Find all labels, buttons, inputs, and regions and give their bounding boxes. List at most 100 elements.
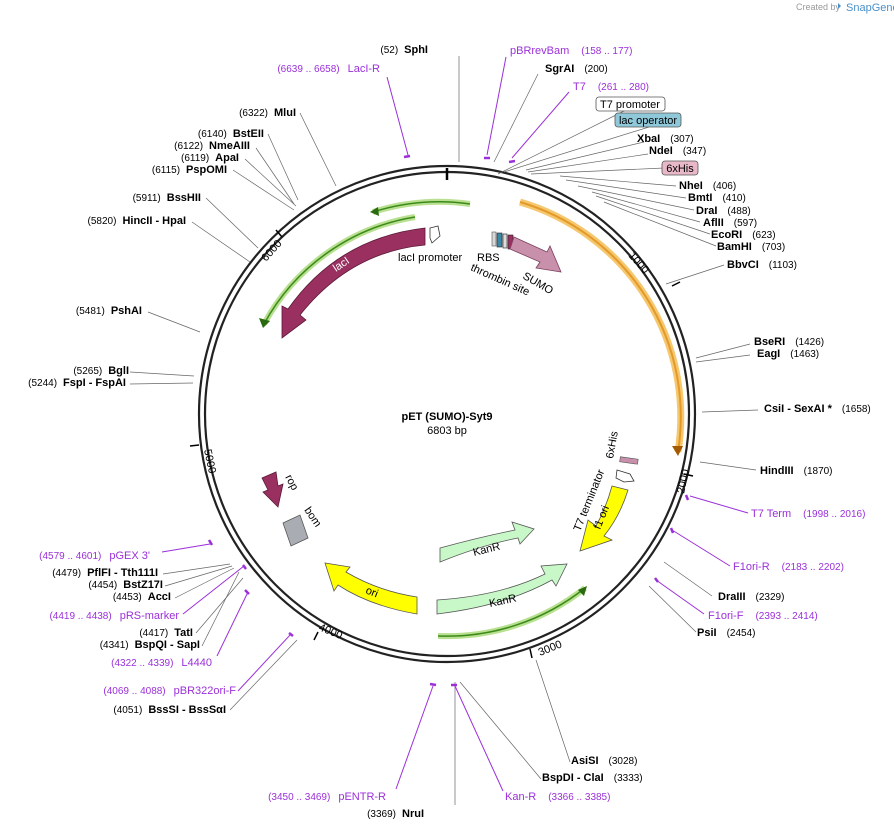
- site-csii[interactable]: CsiI - SexAI *(1658): [764, 403, 871, 415]
- primer-name: pBRrevBam: [510, 45, 569, 57]
- site-bsteii[interactable]: (6140)BstEII: [198, 128, 264, 140]
- site-bsssi[interactable]: (4051)BssSI - BssSαI: [113, 704, 226, 716]
- primer-pbrrevbam[interactable]: pBRrevBam(158 .. 177): [510, 45, 632, 57]
- primer-f1orir[interactable]: F1ori-R(2183 .. 2202): [733, 561, 844, 573]
- site-name: PsiI: [697, 627, 717, 639]
- site-pshai[interactable]: (5481)PshAI: [76, 305, 142, 317]
- feature-ori[interactable]: [324, 562, 418, 615]
- site-name: PspOMI: [186, 164, 227, 176]
- boxed-6xhis[interactable]: 6xHis: [661, 160, 699, 176]
- site-name: XbaI: [637, 133, 660, 145]
- primer-pbr322orif[interactable]: pBR322ori-F (4069 .. 4088): [103, 685, 236, 697]
- site-pflfi[interactable]: (4479)PflFI - Tth111I: [52, 567, 158, 579]
- site-bstz17i[interactable]: (4454)BstZ17I: [88, 579, 163, 591]
- primer-t7[interactable]: T7(261 .. 280): [573, 81, 649, 93]
- primer-f1orif[interactable]: F1ori-F(2393 .. 2414): [708, 610, 818, 622]
- feature-t7-terminator[interactable]: [615, 469, 635, 483]
- feature-label-6xhis: 6xHis: [604, 430, 621, 460]
- site-bmti[interactable]: BmtI(410): [688, 192, 746, 204]
- site-bgli[interactable]: (5265)BglI: [73, 365, 129, 377]
- site-position: (410): [722, 193, 745, 204]
- primer-name: T7 Term: [751, 508, 791, 520]
- site-apai[interactable]: (6119)ApaI: [181, 152, 239, 164]
- feature-rop[interactable]: [261, 471, 284, 508]
- site-nhei[interactable]: NheI (406): [679, 180, 736, 192]
- site-name: BamHI: [717, 241, 752, 253]
- feature-rbs[interactable]: [491, 231, 497, 247]
- feature-f1-ori[interactable]: [579, 485, 629, 552]
- site-leader-lines: [129, 56, 759, 805]
- site-nmeaiii[interactable]: (6122)NmeAIII: [174, 140, 250, 152]
- site-name: BbvCI: [727, 259, 759, 271]
- site-nrui[interactable]: (3369)NruI: [367, 808, 424, 820]
- site-position: (6140): [198, 129, 227, 140]
- primer-position: (4419 .. 4438): [49, 611, 111, 622]
- feature-kanr-1[interactable]: [439, 521, 535, 563]
- site-bbvci[interactable]: BbvCI(1103): [727, 259, 797, 271]
- created-by-text: Created by: [796, 2, 841, 12]
- site-bsshii[interactable]: (5911)BssHII: [133, 192, 201, 204]
- site-bseri[interactable]: BseRI (1426): [754, 336, 824, 348]
- primer-pentrr[interactable]: pENTR-R(3450 .. 3469): [268, 791, 386, 803]
- site-position: (307): [670, 134, 693, 145]
- primer-l4440[interactable]: L4440(4322 .. 4339): [111, 657, 212, 669]
- site-name: BseRI: [754, 336, 785, 348]
- feature-sumo[interactable]: [509, 236, 562, 273]
- site-acci[interactable]: (4453)AccI: [113, 591, 171, 603]
- site-bspqi[interactable]: (4341)BspQI - SapI: [100, 639, 200, 651]
- primer-position: (4069 .. 4088): [103, 686, 165, 697]
- site-hindiii[interactable]: HindIII(1870): [760, 465, 833, 477]
- site-ndei[interactable]: NdeI(347): [649, 145, 706, 157]
- site-draiii[interactable]: DraIII(2329): [718, 591, 784, 603]
- site-bamhi[interactable]: BamHI(703): [717, 241, 785, 253]
- site-position: (623): [752, 230, 775, 241]
- primer-pgex3[interactable]: pGEX 3'(4579 .. 4601): [39, 550, 150, 562]
- feature-laci[interactable]: [281, 227, 426, 339]
- site-position: (1870): [804, 466, 833, 477]
- site-pspomi[interactable]: (6115) PspOMI: [152, 164, 227, 176]
- primer-position: (2183 .. 2202): [782, 562, 844, 573]
- site-sgrai[interactable]: SgrAI(200): [545, 63, 608, 75]
- feature-label-rbs: RBS: [477, 252, 500, 264]
- site-position: (597): [734, 218, 757, 229]
- primer-kanr[interactable]: Kan-R(3366 .. 3385): [505, 791, 610, 803]
- site-name: SgrAI: [545, 63, 574, 75]
- site-name: MluI: [274, 107, 296, 119]
- site-bspdi[interactable]: BspDI - ClaI(3333): [542, 772, 643, 784]
- feature-kanr-2[interactable]: [436, 563, 568, 615]
- site-position: (52): [380, 45, 398, 56]
- feature-6xhis[interactable]: [619, 456, 639, 465]
- site-aflii[interactable]: AflII(597): [703, 217, 757, 229]
- site-asisi[interactable]: AsiSI(3028): [571, 755, 637, 767]
- boxed-lac-operator[interactable]: lac operator: [614, 112, 682, 128]
- feature-bom[interactable]: [282, 514, 309, 547]
- site-eagi[interactable]: EagI(1463): [757, 348, 819, 360]
- site-name: NheI: [679, 180, 703, 192]
- primer-t7term[interactable]: T7 Term(1998 .. 2016): [751, 508, 865, 520]
- feature-label-kanr-2: KanR: [488, 592, 517, 609]
- site-name: EagI: [757, 348, 780, 360]
- tick-label-6000: 6000: [259, 238, 284, 264]
- primer-prsmarker[interactable]: pRS-marker(4419 .. 4438): [49, 610, 179, 622]
- site-ecori[interactable]: EcoRI(623): [711, 229, 776, 241]
- orf-sumo-syt9: [519, 198, 685, 453]
- plasmid-size: 6803 bp: [427, 425, 467, 437]
- site-tati[interactable]: (4417)TatI: [139, 627, 193, 639]
- primer-name: pBR322ori-F: [174, 685, 237, 697]
- feature-laci-promoter[interactable]: [429, 225, 441, 244]
- boxed-t7-promoter[interactable]: T7 promoter: [595, 96, 666, 112]
- primer-lacir[interactable]: LacI-R(6639 .. 6658): [277, 63, 380, 75]
- site-name: BglI: [108, 365, 129, 377]
- site-hincii[interactable]: (5820)HincII - HpaI: [88, 215, 186, 227]
- site-sphi[interactable]: (52)SphI: [380, 44, 428, 56]
- site-position: (406): [713, 181, 736, 192]
- site-position: (1426): [795, 337, 824, 348]
- site-name: BssHII: [167, 192, 201, 204]
- site-position: (6115): [152, 165, 180, 176]
- site-fspi[interactable]: (5244)FspI - FspAI: [28, 377, 126, 389]
- size-ticks: [189, 229, 694, 659]
- site-drai[interactable]: DraI(488): [696, 205, 751, 217]
- site-xbai[interactable]: XbaI (307): [637, 133, 694, 145]
- site-mlui[interactable]: (6322)MluI: [239, 107, 296, 119]
- site-psii[interactable]: PsiI(2454): [697, 627, 755, 639]
